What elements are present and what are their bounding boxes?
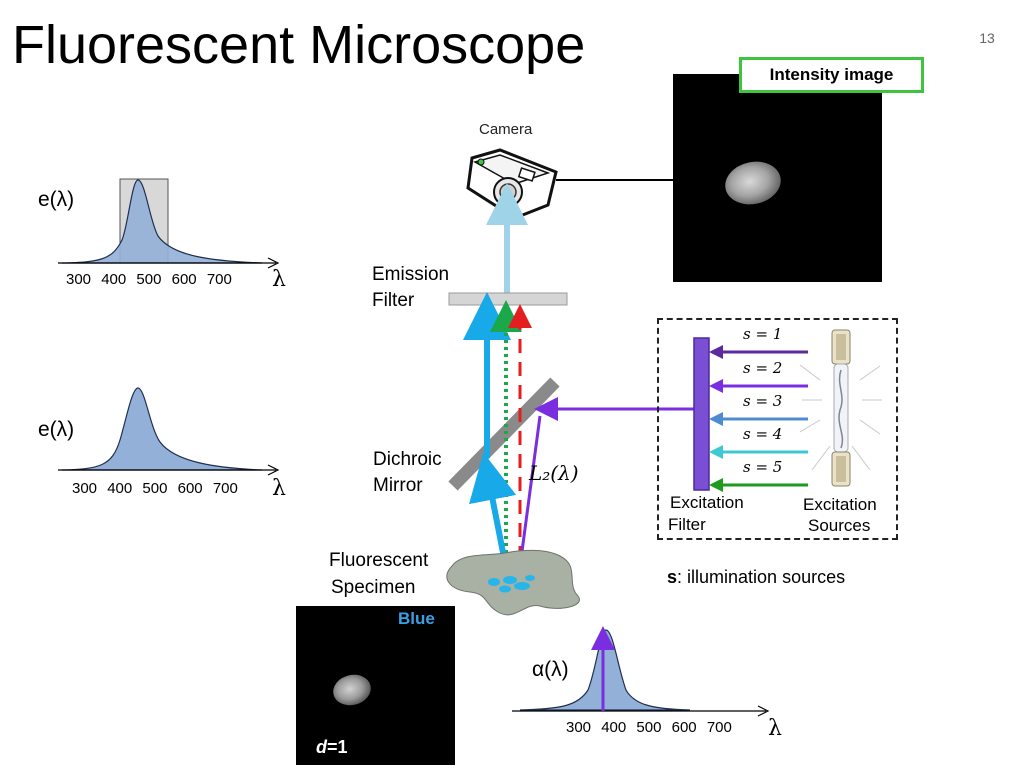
light-path-label: L₂(λ) xyxy=(529,461,579,485)
emission-filter-label-1: Emission xyxy=(372,264,450,285)
emission-chart-2-ticks: 300 400 500 600 700 xyxy=(72,480,238,497)
page-number: 13 xyxy=(979,30,995,46)
blue-channel-image xyxy=(296,606,455,765)
emission-curve xyxy=(61,179,263,264)
intensity-image-label: Intensity image xyxy=(739,57,924,93)
emission-curve xyxy=(61,387,263,471)
source-3-label: s = 3 xyxy=(743,392,783,410)
emission-chart-1-title: e(λ) xyxy=(38,188,75,211)
specimen-label-2: Specimen xyxy=(331,577,416,598)
excitation-filter xyxy=(693,337,710,491)
absorption-chart-ticks: 300 400 500 600 700 xyxy=(566,719,732,736)
absorption-chart-xlabel: λ xyxy=(768,716,782,741)
emission-filter-label-2: Filter xyxy=(372,290,415,311)
excitation-filter-label-1: Excitation xyxy=(670,493,744,512)
emission-chart-1-xlabel: λ xyxy=(272,267,286,292)
camera-label: Camera xyxy=(479,121,533,138)
camera-icon xyxy=(466,148,558,220)
source-1-label: s = 1 xyxy=(743,325,783,343)
d-value-label: d=1 xyxy=(316,737,348,757)
intensity-image xyxy=(673,74,882,282)
x-axis-arrow xyxy=(757,705,770,717)
dichroic-label-1: Dichroic xyxy=(373,449,442,470)
emission-filter xyxy=(448,292,568,306)
blue-channel-label: Blue xyxy=(398,609,435,628)
excitation-sources-label-1: Excitation xyxy=(803,495,877,514)
source-5-label: s = 5 xyxy=(743,458,783,476)
source-2-label: s = 2 xyxy=(743,359,783,377)
cell-image-icon xyxy=(333,674,371,706)
excitation-filter-label-2: Filter xyxy=(668,515,706,534)
emission-chart-2-xlabel: λ xyxy=(272,476,286,501)
slide-title: Fluorescent Microscope xyxy=(12,15,586,75)
absorption-chart xyxy=(512,626,770,717)
cell-image-icon xyxy=(725,161,781,205)
sources-caption: s: illumination sources xyxy=(667,567,846,587)
lamp-icon xyxy=(799,329,882,487)
source-4-label: s = 4 xyxy=(743,425,783,443)
specimen-label-1: Fluorescent xyxy=(329,550,429,571)
emission-chart-2-title: e(λ) xyxy=(38,418,75,441)
x-axis-arrow xyxy=(267,257,280,269)
emission-chart-1-ticks: 300 400 500 600 700 xyxy=(66,271,232,288)
specimen-icon xyxy=(446,549,580,616)
excitation-beam-to-specimen xyxy=(508,415,542,586)
emission-chart xyxy=(58,387,280,476)
dichroic-label-2: Mirror xyxy=(373,475,423,496)
source-arrows xyxy=(709,345,808,492)
emission-chart-filtered xyxy=(58,178,280,269)
excitation-sources-panel xyxy=(657,318,898,540)
absorption-chart-title: α(λ) xyxy=(532,658,569,681)
x-axis-arrow xyxy=(267,464,280,476)
excitation-sources-label-2: Sources xyxy=(808,516,871,535)
